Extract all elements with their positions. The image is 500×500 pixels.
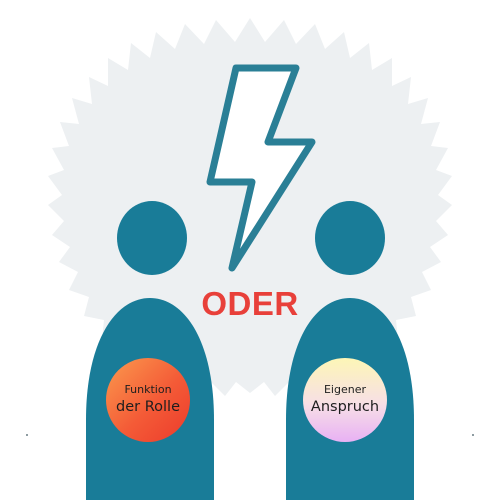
own-claim-badge-line1: Eigener xyxy=(323,383,367,396)
own-claim-badge: Eigener Anspruch xyxy=(303,358,387,442)
speck-dot xyxy=(26,434,28,436)
role-function-badge: Funktion der Rolle xyxy=(106,358,190,442)
lightning-bolt-icon xyxy=(206,64,316,272)
left-person-head-icon xyxy=(117,201,187,275)
role-function-badge-line1: Funktion xyxy=(124,383,172,396)
own-claim-badge-line2: Anspruch xyxy=(310,399,380,415)
right-person-head-icon xyxy=(315,201,385,275)
oder-label: ODER xyxy=(201,285,299,322)
speck-dot xyxy=(472,434,474,436)
role-function-badge-line2: der Rolle xyxy=(116,399,180,415)
